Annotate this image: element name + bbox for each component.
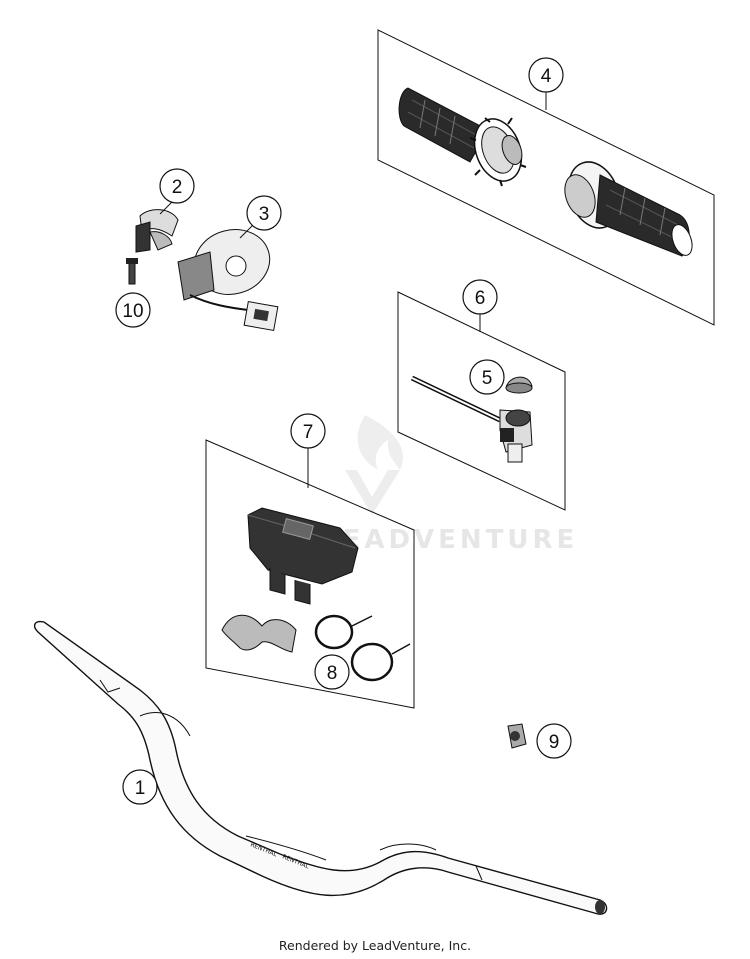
- clamp-part: [135, 197, 179, 253]
- right-grip: [564, 161, 693, 257]
- callout-label: 1: [135, 778, 146, 799]
- callout-label: 8: [327, 663, 338, 684]
- callout-label: 4: [541, 66, 552, 87]
- screw-part: [126, 258, 138, 285]
- callout-9: 9: [536, 723, 572, 759]
- callout-2: 2: [159, 168, 195, 204]
- bracket-part: [221, 614, 297, 653]
- left-grip: [398, 87, 527, 187]
- callout-label: 2: [172, 177, 183, 198]
- callout-label: 3: [259, 204, 270, 225]
- callout-label: 10: [122, 301, 143, 322]
- cover-kit-box: [205, 439, 415, 709]
- callout-label: 9: [549, 732, 560, 753]
- kill-switch-box: [397, 291, 566, 511]
- callout-label: 5: [482, 368, 493, 389]
- callout-3: 3: [246, 195, 282, 231]
- watermark-text: LEADVENTURE: [322, 525, 578, 555]
- callout-label: 7: [303, 422, 314, 443]
- watermark: LEADVENTURE: [322, 415, 578, 555]
- cable-ties-part: [314, 614, 411, 682]
- callout-8: 8: [314, 654, 350, 690]
- callout-4: 4: [528, 57, 564, 93]
- footer-credit: Rendered by LeadVenture, Inc.: [278, 938, 472, 953]
- callout-1: 1: [122, 769, 158, 805]
- callout-6: 6: [462, 279, 498, 315]
- switch-part: [177, 223, 279, 332]
- wire-clip-part: [507, 723, 527, 749]
- callout-label: 6: [475, 288, 486, 309]
- cap-part: [505, 376, 533, 394]
- callout-7: 7: [290, 413, 326, 449]
- kill-switch-part: [410, 375, 533, 463]
- handlebar-pad-part: [247, 507, 359, 605]
- callout-10: 10: [115, 292, 151, 328]
- callout-5: 5: [469, 359, 505, 395]
- grip-set-box: [377, 29, 715, 326]
